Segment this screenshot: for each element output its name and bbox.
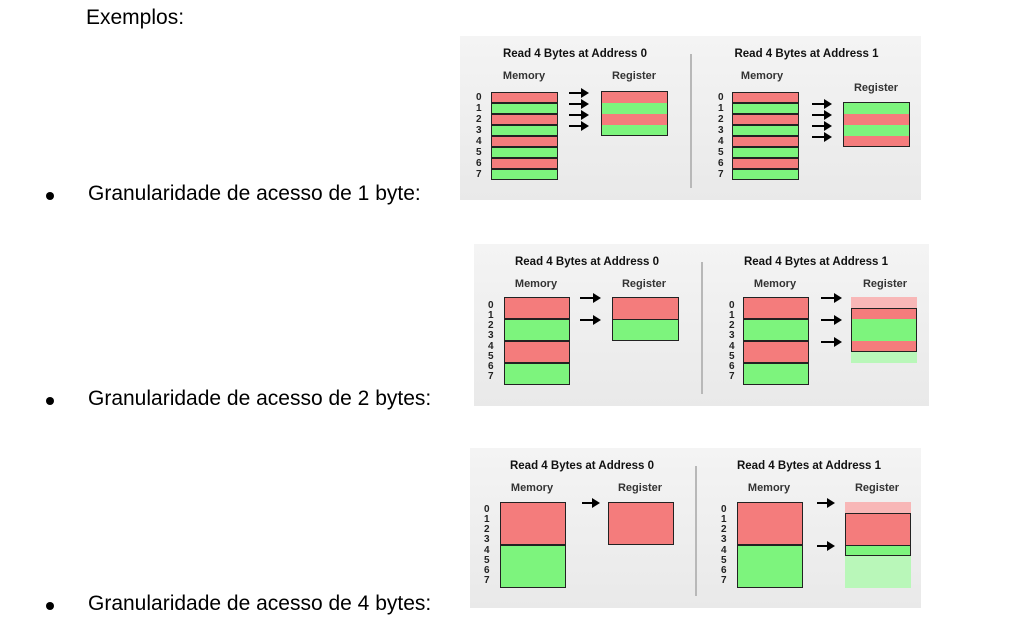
arrow-icon xyxy=(812,99,832,109)
panel-divider xyxy=(695,466,697,596)
arrow-icon xyxy=(580,315,601,325)
bullet-text: Granularidade de acesso de 4 bytes: xyxy=(88,592,432,615)
register-block xyxy=(843,102,910,147)
bullet-dot xyxy=(46,397,54,405)
register-label: Register xyxy=(854,482,900,494)
memory-label: Memory xyxy=(747,482,791,494)
arrow-icon xyxy=(812,110,832,120)
figure-2bytes-granularity: Read 4 Bytes at Address 0 Memory Registe… xyxy=(474,244,929,406)
register-label: Register xyxy=(621,278,667,290)
panel-address-1: Read 4 Bytes at Address 1 Memory Registe… xyxy=(692,36,921,200)
arrow-icon xyxy=(580,293,601,303)
arrow-icon xyxy=(812,121,832,131)
panel-address-1: Read 4 Bytes at Address 1 Memory Registe… xyxy=(697,448,921,608)
panel-address-0: Read 4 Bytes at Address 0 Memory Registe… xyxy=(460,36,690,200)
memory-label: Memory xyxy=(753,278,797,290)
panel-title: Read 4 Bytes at Address 1 xyxy=(734,48,879,60)
arrow-icon xyxy=(569,99,589,109)
register-label: Register xyxy=(611,70,657,82)
arrow-icon xyxy=(821,293,842,303)
panel-title: Read 4 Bytes at Address 0 xyxy=(509,460,655,472)
bullet-text: Granularidade de acesso de 2 bytes: xyxy=(88,387,432,410)
arrow-icon xyxy=(569,110,589,120)
arrow-icon xyxy=(817,541,835,551)
figure-4bytes-granularity: Read 4 Bytes at Address 0 Memory Registe… xyxy=(470,448,921,608)
figure-1byte-granularity: Read 4 Bytes at Address 0 Memory Registe… xyxy=(460,36,921,200)
bullet-dot xyxy=(46,192,54,200)
panel-address-0: Read 4 Bytes at Address 0 Memory Registe… xyxy=(470,448,694,608)
register-block xyxy=(612,297,679,341)
arrow-icon xyxy=(569,88,589,98)
register-label: Register xyxy=(862,278,908,290)
panel-divider xyxy=(690,54,692,188)
panel-title: Read 4 Bytes at Address 0 xyxy=(502,48,648,60)
bullet-text: Granularidade de acesso de 1 byte: xyxy=(88,182,421,205)
register-block xyxy=(601,91,668,136)
bullet-dot xyxy=(46,602,54,610)
arrow-icon xyxy=(812,132,832,142)
register-label: Register xyxy=(853,82,899,94)
panel-address-1: Read 4 Bytes at Address 1 Memory Registe… xyxy=(703,244,929,406)
arrow-icon xyxy=(582,498,600,508)
arrow-icon xyxy=(569,121,589,131)
memory-label: Memory xyxy=(514,278,558,290)
register-block xyxy=(608,502,674,545)
panel-address-0: Read 4 Bytes at Address 0 Memory Registe… xyxy=(474,244,700,406)
panel-title: Read 4 Bytes at Address 1 xyxy=(736,460,882,472)
panel-title: Read 4 Bytes at Address 0 xyxy=(514,256,660,268)
memory-label: Memory xyxy=(502,70,546,82)
panel-title: Read 4 Bytes at Address 1 xyxy=(743,256,889,268)
examples-heading: Exemplos: xyxy=(86,6,185,29)
memory-label: Memory xyxy=(740,70,784,82)
arrow-icon xyxy=(817,498,835,508)
memory-label: Memory xyxy=(510,482,554,494)
arrow-icon xyxy=(821,337,842,347)
register-label: Register xyxy=(617,482,663,494)
panel-divider xyxy=(701,262,703,394)
arrow-icon xyxy=(821,315,842,325)
